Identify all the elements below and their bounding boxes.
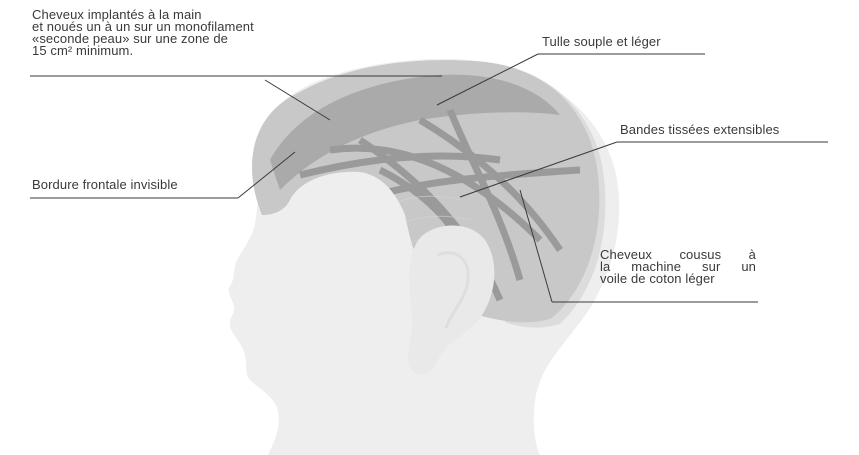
label-machine-sewn-hair-line-3: voile de coton léger [600,273,756,285]
label-hand-tied-hair-line-4: 15 cm² minimum. [32,45,254,57]
label-woven-bands: Bandes tissées extensibles [620,124,779,136]
label-tulle: Tulle souple et léger [542,36,661,48]
label-front-border: Bordure frontale invisible [32,179,178,191]
label-hand-tied-hair: Cheveux implantés à la main et noués un … [32,9,254,57]
label-machine-sewn-hair: Cheveux cousus à la machine sur un voile… [600,249,756,285]
